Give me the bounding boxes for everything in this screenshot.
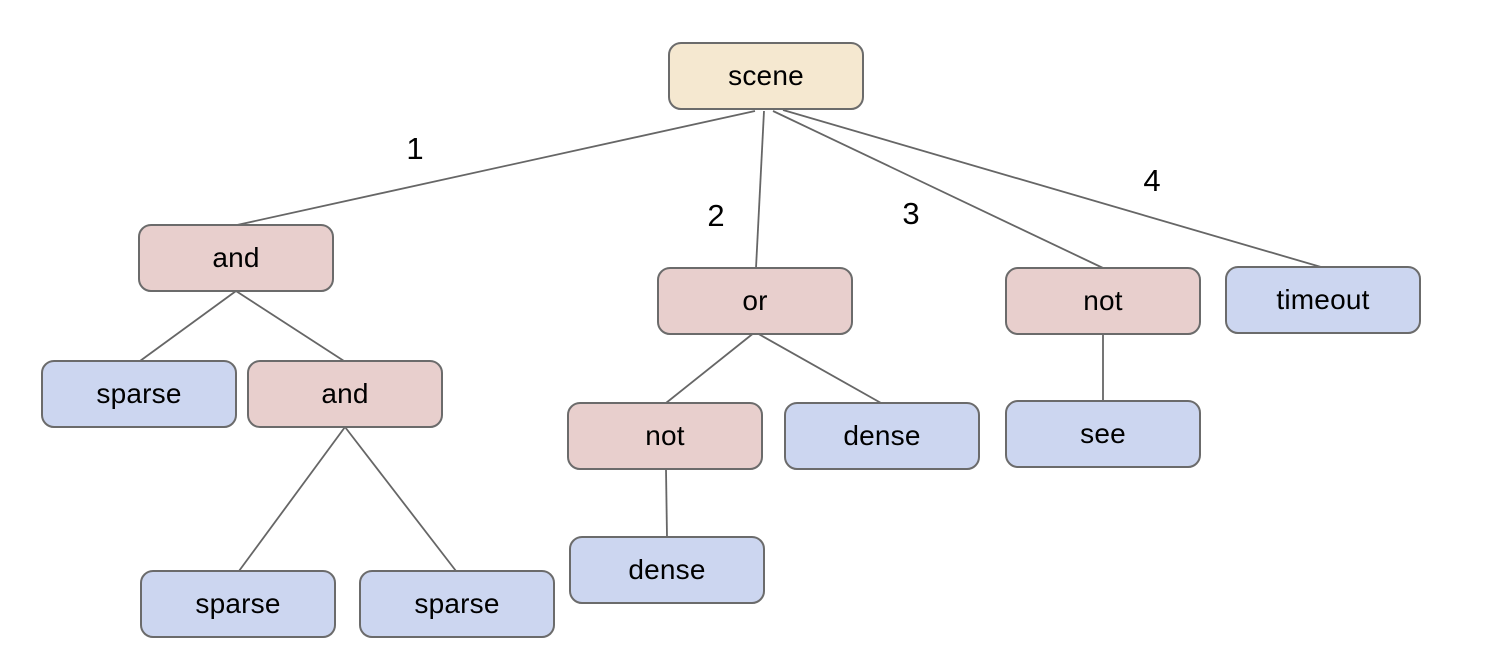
node-and-2: and (247, 360, 443, 428)
node-dense-1: dense (784, 402, 980, 470)
edge-and2-sparse2 (344, 426, 457, 572)
edge-scene-or (755, 110, 765, 269)
edge-label-1: 1 (406, 131, 424, 166)
node-sparse-2: sparse (140, 570, 336, 638)
edge-scene-timeout (782, 109, 1322, 268)
edge-and-and (235, 290, 345, 362)
node-not-under-or: not (567, 402, 763, 470)
node-not-root-child: not (1005, 267, 1201, 335)
node-or: or (657, 267, 853, 335)
node-and-1: and (138, 224, 334, 292)
edge-scene-not (772, 110, 1104, 269)
node-timeout: timeout (1225, 266, 1421, 334)
edge-not-dense (665, 468, 668, 538)
node-sparse-3: sparse (359, 570, 555, 638)
edge-and2-sparse (238, 426, 346, 572)
edge-or-not (665, 331, 756, 404)
node-scene: scene (668, 42, 864, 110)
node-dense-2: dense (569, 536, 765, 604)
node-sparse-1: sparse (41, 360, 237, 428)
edge-label-4: 4 (1143, 163, 1161, 198)
edge-scene-and (236, 110, 756, 226)
edge-or-dense (754, 331, 882, 404)
edge-label-3: 3 (902, 196, 920, 231)
edge-and-sparse (139, 290, 237, 362)
node-see: see (1005, 400, 1201, 468)
edge-label-2: 2 (707, 198, 725, 233)
